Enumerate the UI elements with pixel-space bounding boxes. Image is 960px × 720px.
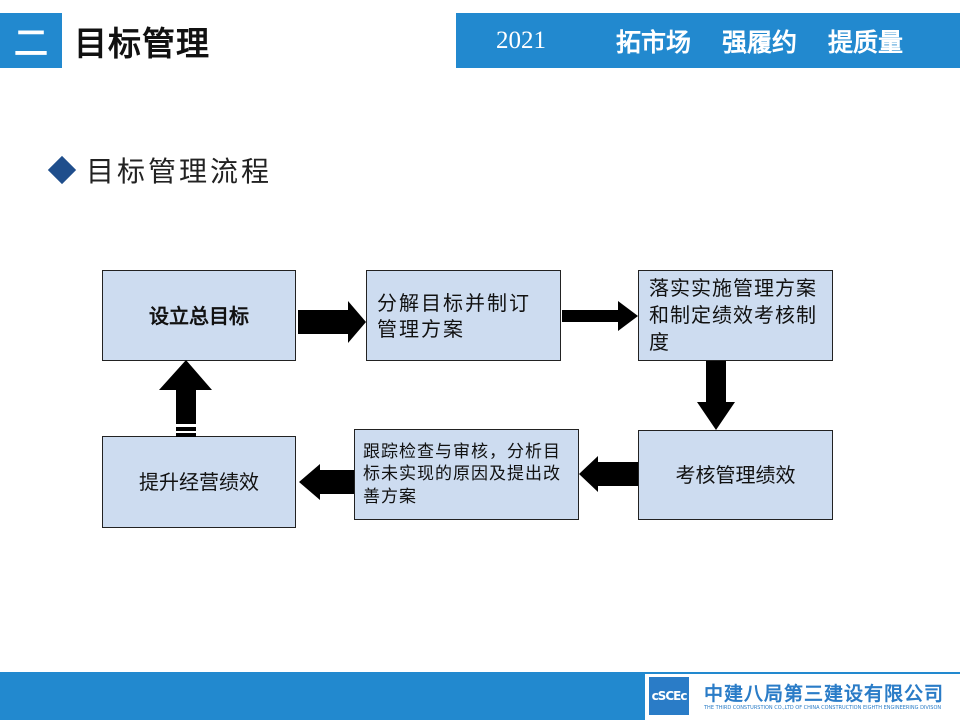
flow-step-5: 跟踪检查与审核，分析目标未实现的原因及提出改善方案 — [354, 429, 579, 520]
arrow-right-icon — [562, 301, 638, 331]
flow-step-text: 落实实施管理方案和制定绩效考核制度 — [649, 276, 817, 354]
flow-step-3: 落实实施管理方案和制定绩效考核制度 — [638, 270, 833, 361]
arrow-left-icon — [299, 464, 354, 500]
flow-step-2: 分解目标并制订管理方案 — [366, 270, 561, 361]
company-name-cn: 中建八局第三建设有限公司 — [704, 683, 945, 705]
footer-brand-panel — [645, 672, 960, 720]
flow-step-6: 提升经营绩效 — [102, 436, 296, 528]
company-name-en: THE THIRD CONSTURSTION CO.,LTD OF CHINA … — [704, 705, 942, 711]
footer-bar — [0, 672, 645, 720]
section-number: 二 — [0, 13, 62, 68]
arrow-right-icon — [298, 301, 366, 343]
page-title: 目标管理 — [74, 24, 210, 63]
company-logo: cSCEc — [649, 677, 689, 715]
flow-step-1: 设立总目标 — [102, 270, 296, 361]
section-heading-text: 目标管理流程 — [86, 155, 273, 188]
year-label: 2021 — [496, 26, 546, 54]
flow-step-text: 设立总目标 — [149, 303, 249, 328]
flow-step-text: 提升经营绩效 — [139, 470, 259, 494]
slogan: 提质量 — [828, 27, 904, 57]
flow-step-text: 跟踪检查与审核，分析目标未实现的原因及提出改善方案 — [363, 442, 561, 507]
arrow-up-icon — [159, 360, 212, 437]
slogan: 拓市场 — [616, 27, 692, 57]
flow-step-4: 考核管理绩效 — [638, 430, 833, 520]
flow-step-text: 分解目标并制订管理方案 — [377, 290, 531, 341]
arrow-down-icon — [697, 361, 735, 430]
header-banner: 2021 拓市场 强履约 提质量 — [456, 13, 960, 68]
slogan: 强履约 — [722, 27, 798, 57]
flow-step-text: 考核管理绩效 — [675, 463, 796, 487]
arrow-left-icon — [579, 456, 638, 492]
section-heading: 目标管理流程 — [47, 150, 273, 190]
